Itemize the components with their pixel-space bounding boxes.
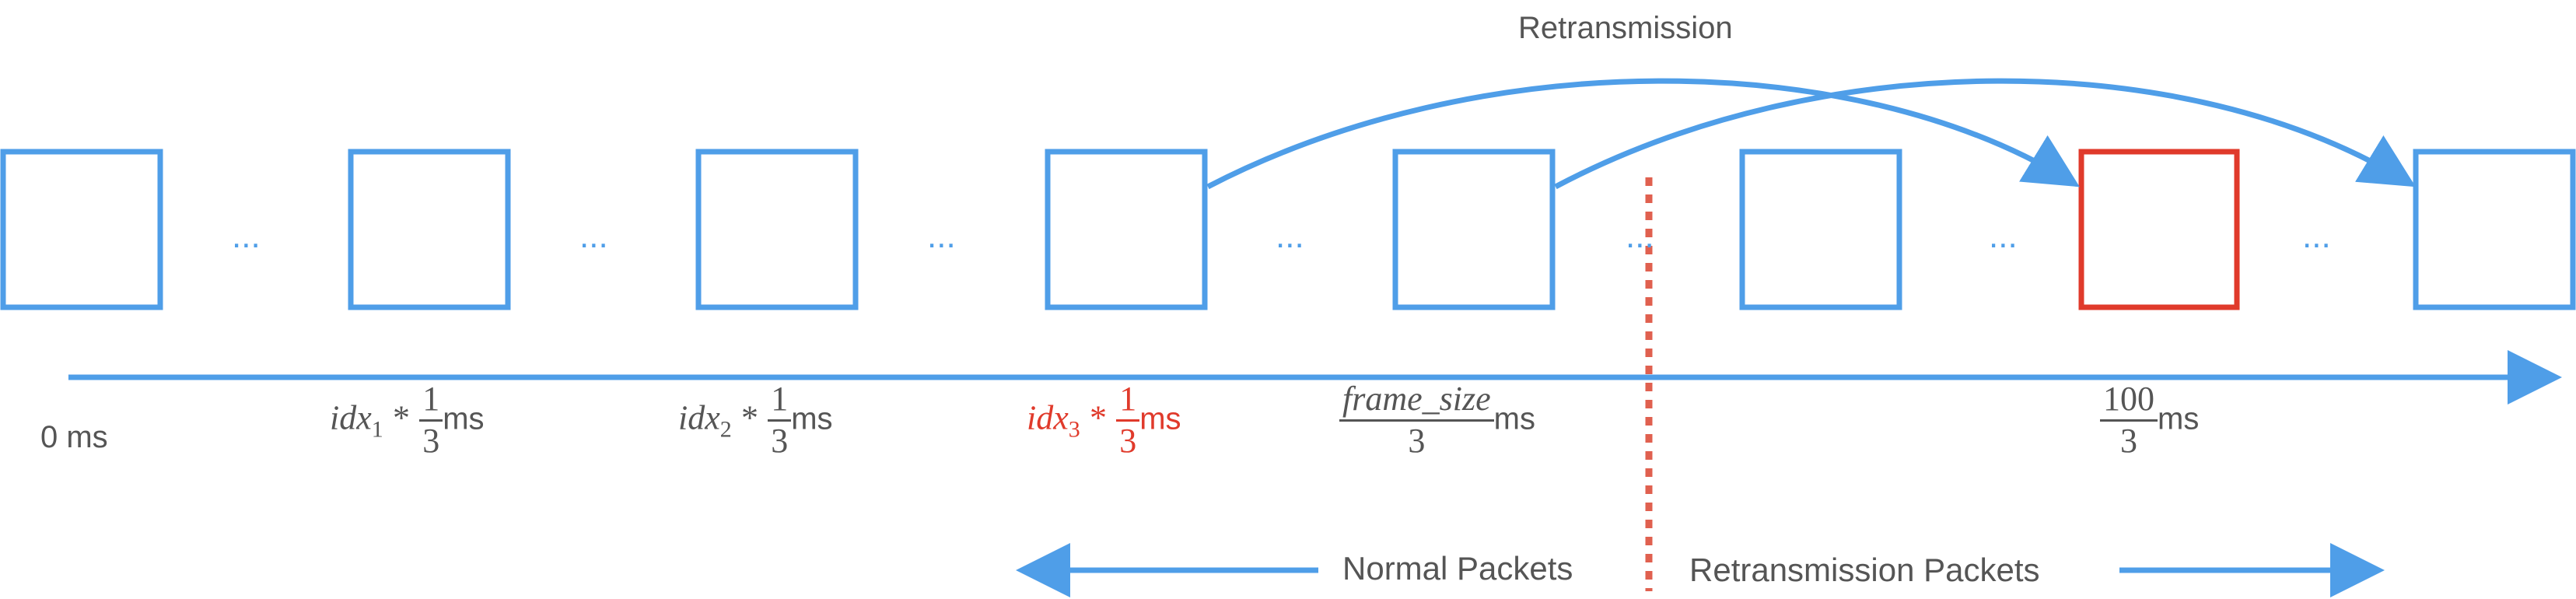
idx3-star: * bbox=[1090, 398, 1107, 437]
time-label-idx1: idx1 * 1 3 ms bbox=[330, 380, 485, 461]
idx3-var: idx bbox=[1027, 398, 1069, 437]
ellipsis-3: ... bbox=[927, 217, 956, 255]
idx1-unit: ms bbox=[443, 401, 485, 436]
idx3-num: 1 bbox=[1116, 380, 1140, 422]
idx1-star: * bbox=[393, 398, 410, 437]
idx2-unit: ms bbox=[791, 401, 833, 436]
normal-packets-label: Normal Packets bbox=[1342, 550, 1573, 587]
frame-unit: ms bbox=[1493, 401, 1535, 436]
idx1-fraction: 1 3 bbox=[419, 380, 443, 461]
packet-box-4 bbox=[1045, 149, 1208, 310]
retransmission-arc-1 bbox=[1206, 78, 2080, 190]
time-label-frame-size: frame_size 3 ms bbox=[1339, 380, 1535, 461]
packet-box-8 bbox=[2413, 149, 2576, 310]
ellipsis-2: ... bbox=[579, 217, 608, 255]
idx2-var: idx bbox=[678, 398, 720, 437]
idx3-sub: 3 bbox=[1068, 416, 1080, 443]
time-label-end: 100 3 ms bbox=[2100, 380, 2199, 461]
packet-box-1 bbox=[0, 149, 163, 310]
idx1-num: 1 bbox=[419, 380, 443, 422]
idx3-den: 3 bbox=[1119, 421, 1137, 460]
frame-den: 3 bbox=[1408, 421, 1426, 460]
ellipsis-7: ... bbox=[2302, 217, 2331, 255]
retransmission-packets-label: Retransmission Packets bbox=[1689, 552, 2040, 588]
ellipsis-1: ... bbox=[232, 217, 261, 255]
packet-box-3 bbox=[695, 149, 859, 310]
idx2-star: * bbox=[741, 398, 758, 437]
time-label-idx2: idx2 * 1 3 ms bbox=[678, 380, 833, 461]
retransmission-label: Retransmission bbox=[1518, 11, 1733, 45]
idx1-sub: 1 bbox=[371, 416, 383, 443]
packet-box-5 bbox=[1392, 149, 1556, 310]
idx2-num: 1 bbox=[768, 380, 792, 422]
ellipsis-5: ... bbox=[1626, 217, 1654, 255]
idx1-den: 3 bbox=[422, 421, 440, 460]
end-unit: ms bbox=[2158, 401, 2200, 436]
retransmission-arc-2 bbox=[1554, 78, 2416, 190]
idx2-sub: 2 bbox=[719, 416, 732, 443]
time-label-idx3: idx3 * 1 3 ms bbox=[1027, 380, 1181, 461]
lost-packet-box bbox=[2078, 149, 2240, 310]
idx3-unit: ms bbox=[1139, 401, 1181, 436]
packet-box-6 bbox=[1739, 149, 1902, 310]
end-den: 3 bbox=[2120, 421, 2137, 460]
packet-box-2 bbox=[348, 149, 511, 310]
idx3-fraction: 1 3 bbox=[1116, 380, 1140, 461]
ellipsis-6: ... bbox=[1989, 217, 2018, 255]
frame-fraction: frame_size 3 bbox=[1339, 380, 1494, 461]
idx1-var: idx bbox=[330, 398, 372, 437]
ellipsis-4: ... bbox=[1276, 217, 1304, 255]
idx2-den: 3 bbox=[771, 421, 789, 460]
frame-num: frame_size bbox=[1339, 380, 1494, 422]
end-num: 100 bbox=[2100, 380, 2158, 422]
idx2-fraction: 1 3 bbox=[768, 380, 792, 461]
time-label-zero: 0 ms bbox=[40, 420, 108, 454]
end-fraction: 100 3 bbox=[2100, 380, 2158, 461]
